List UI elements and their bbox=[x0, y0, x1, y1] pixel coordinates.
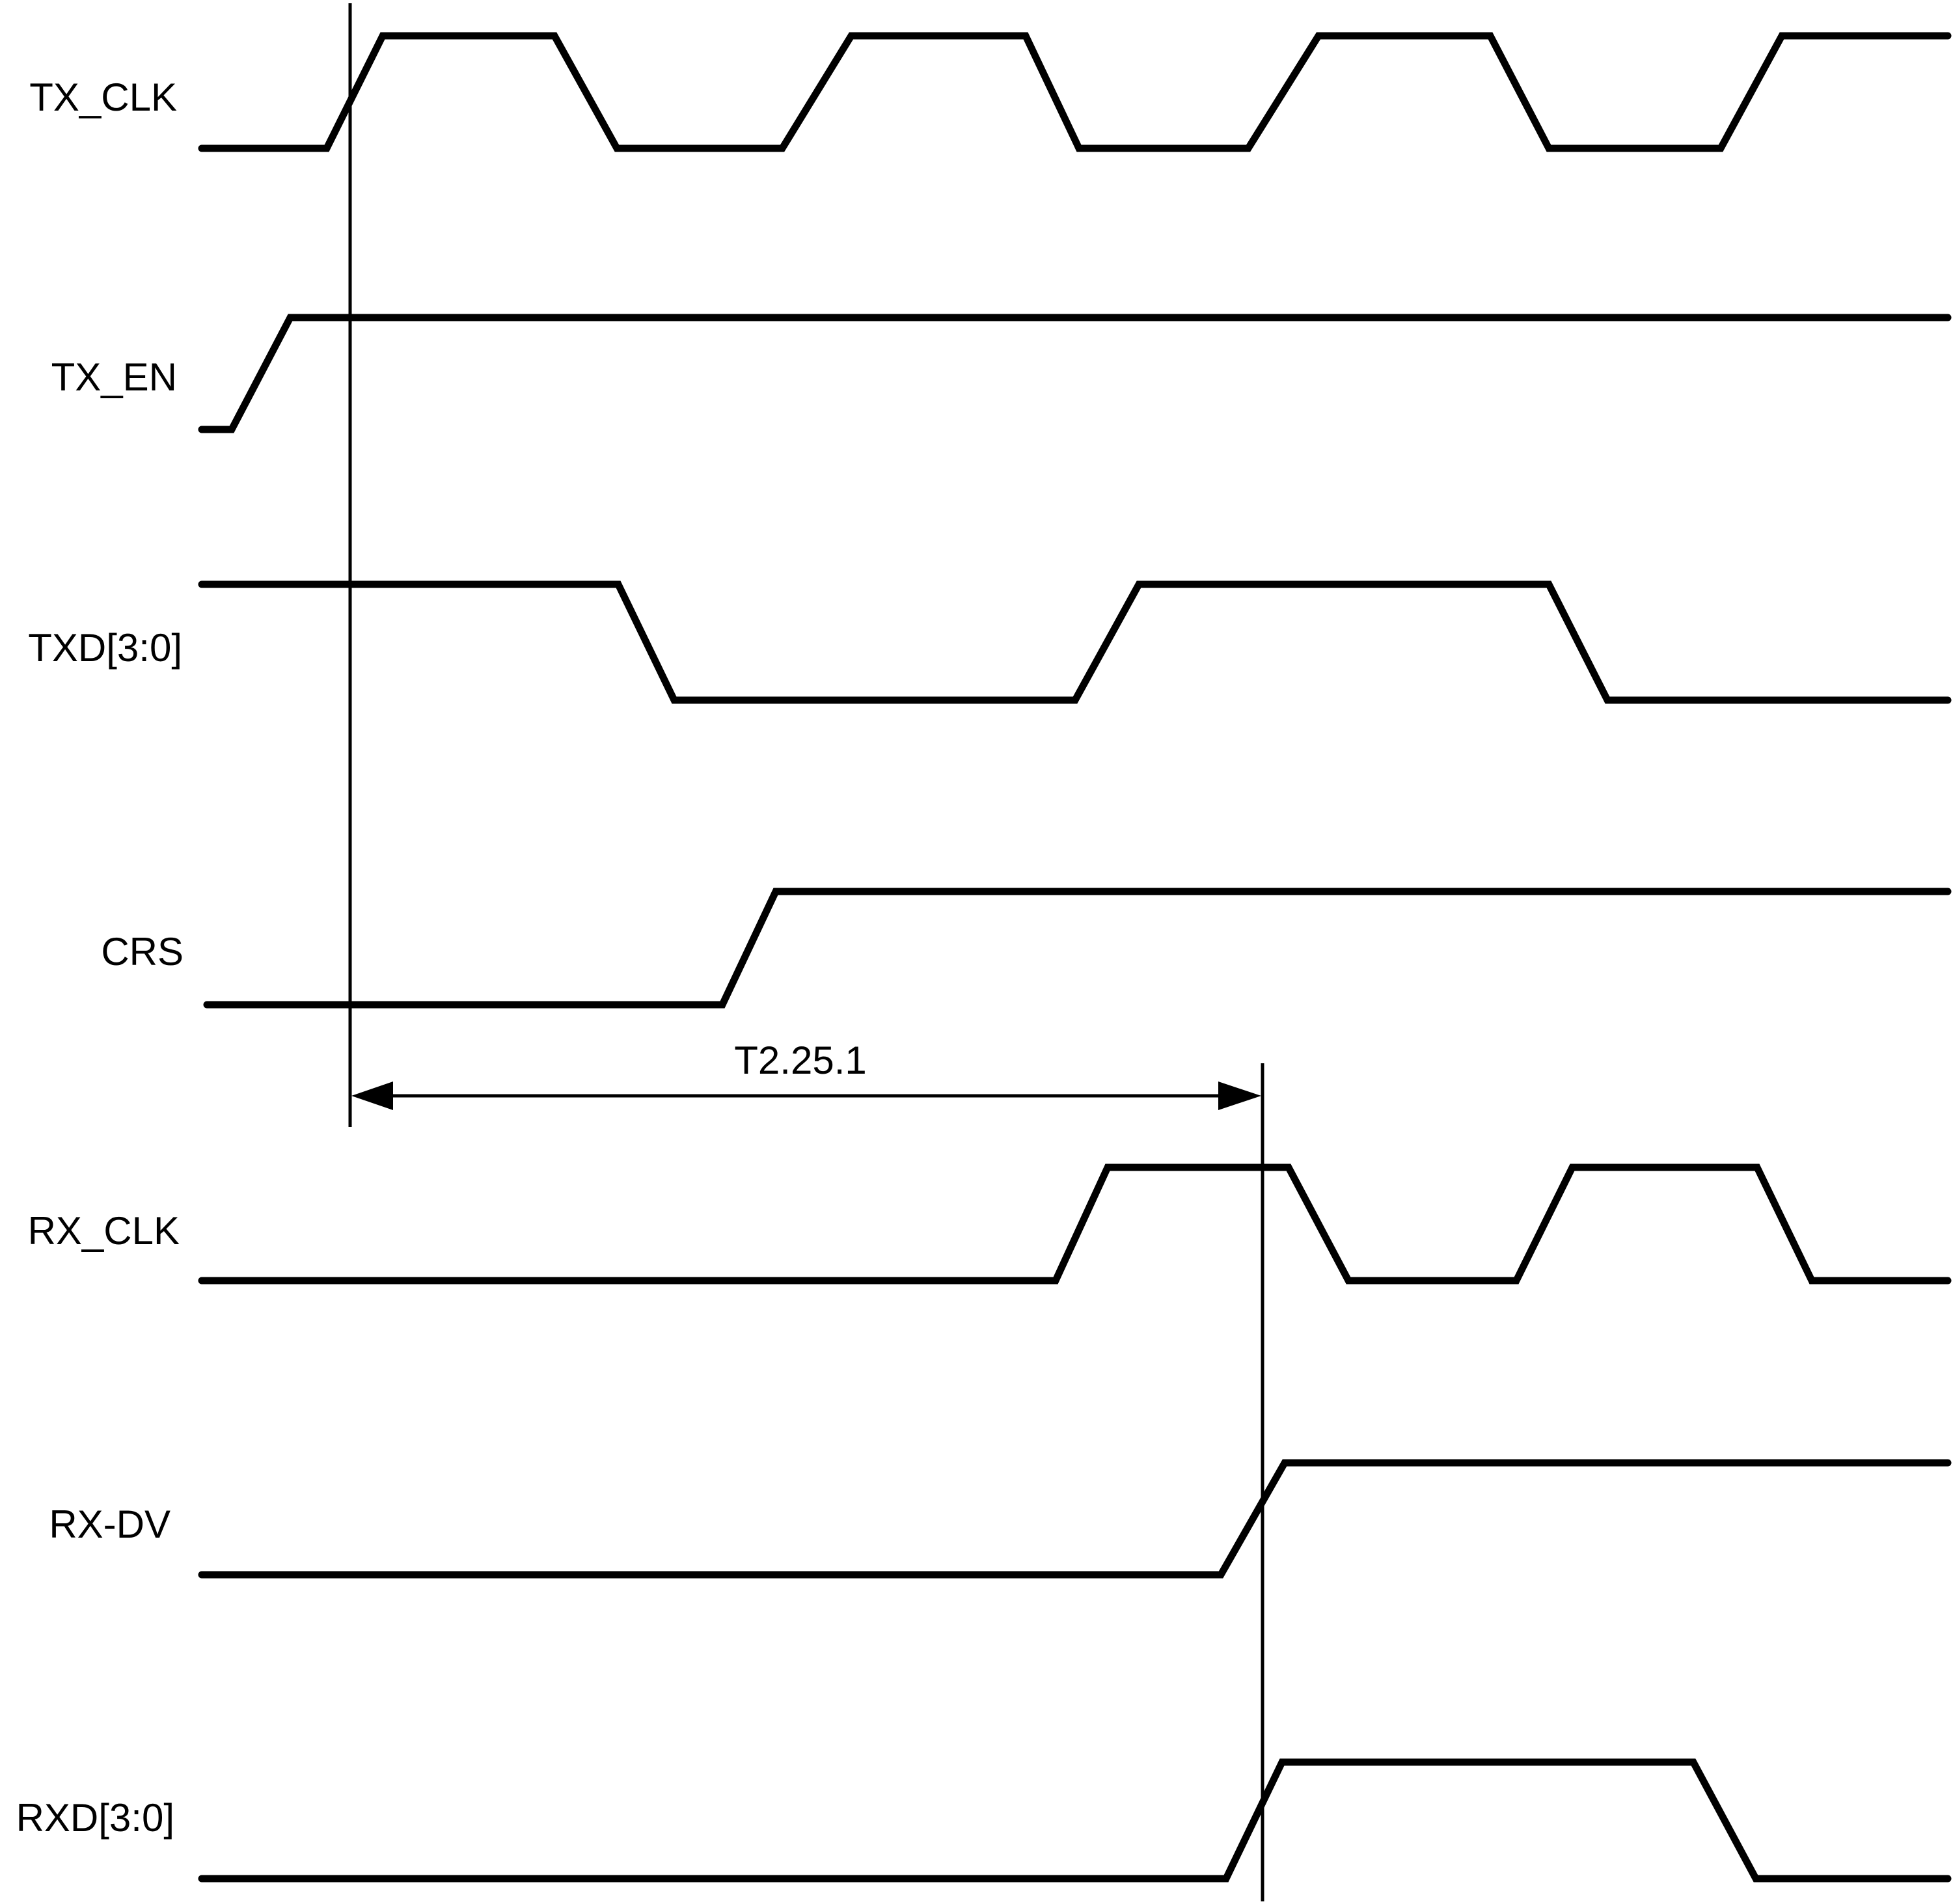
signal-label-txd: TXD[3:0] bbox=[28, 626, 182, 670]
waveform-tx-clk bbox=[198, 32, 1952, 152]
waveform-rx-dv bbox=[198, 1459, 1952, 1579]
arrow-left-icon bbox=[351, 1081, 393, 1110]
waveform-tx-en bbox=[198, 314, 1952, 433]
signal-label-rx-dv: RX-DV bbox=[49, 1503, 171, 1546]
timing-parameter-label: T2.25.1 bbox=[734, 1039, 866, 1082]
signal-label-crs: CRS bbox=[101, 930, 184, 973]
waveform-rxd bbox=[198, 1758, 1952, 1883]
signal-label-rxd: RXD[3:0] bbox=[16, 1796, 174, 1840]
waveform-txd bbox=[198, 580, 1952, 704]
waveform-rx-clk bbox=[198, 1163, 1952, 1285]
signal-label-tx-en: TX_EN bbox=[51, 355, 177, 399]
signal-label-rx-clk: RX_CLK bbox=[28, 1209, 180, 1253]
signal-label-tx-clk: TX_CLK bbox=[29, 75, 177, 119]
waveform-crs bbox=[203, 888, 1952, 1009]
arrow-right-icon bbox=[1218, 1081, 1261, 1110]
